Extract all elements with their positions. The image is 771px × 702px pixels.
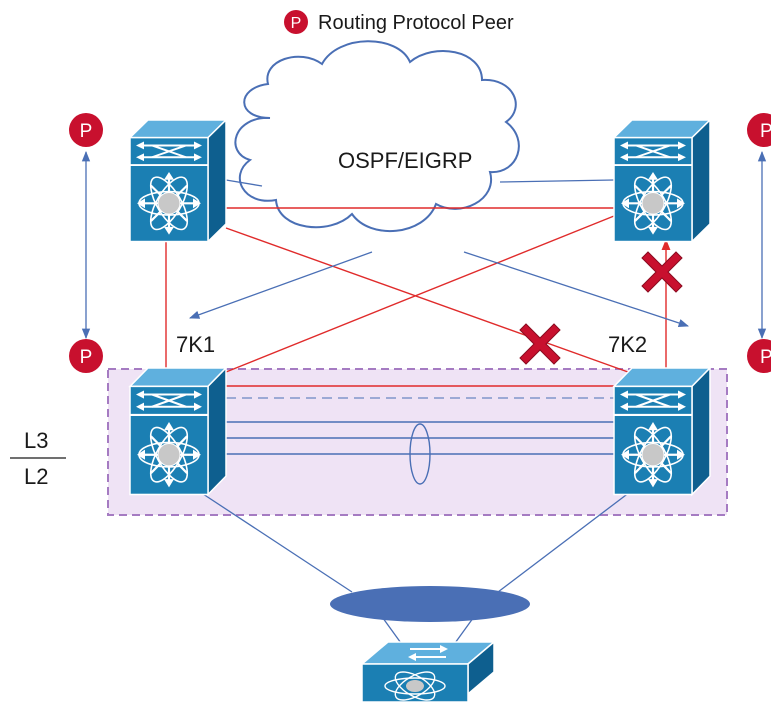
nexus-switch-icon: [612, 366, 712, 496]
cloud-icon: [234, 40, 520, 233]
peer-badge-right-top: P: [747, 113, 771, 147]
blocked-x-icon: [641, 251, 683, 293]
legend-badge-letter: P: [291, 15, 302, 32]
peer-badge-right-bottom: P: [747, 339, 771, 373]
route-arrow-left: [189, 251, 373, 319]
peer-badge-letter: P: [80, 347, 93, 368]
peer-badge-letter: P: [760, 121, 771, 142]
peer-badge-letter: P: [80, 121, 93, 142]
peer-badge-left-bottom: P: [69, 339, 103, 373]
cloud-label: OSPF/EIGRP: [338, 148, 472, 173]
legend: P Routing Protocol Peer: [284, 10, 514, 34]
downlink-left: [199, 491, 353, 593]
nexus-switch-icon: [128, 118, 228, 243]
l3-links: [165, 207, 671, 387]
port-channel-oval: [330, 586, 530, 622]
switch-label-7k1: 7K1: [176, 332, 215, 357]
nexus-switch-icon: [612, 118, 712, 243]
switch-label-7k2: 7K2: [608, 332, 647, 357]
peer-link: [226, 397, 614, 485]
peer-badge-left-top: P: [69, 113, 103, 147]
peer-badge-letter: P: [760, 347, 771, 368]
route-arrow-right: [463, 251, 689, 328]
link-cloud-right: [499, 179, 615, 183]
nexus-switch-icon: [128, 366, 228, 496]
downlink-right: [497, 491, 631, 593]
blocked-x-icon: [519, 323, 561, 365]
link-cloud-left: [225, 179, 263, 187]
access-switch-icon: [359, 640, 497, 702]
legend-text: Routing Protocol Peer: [318, 12, 514, 34]
layer-label-l2: L2: [24, 464, 48, 489]
layer-label-l3: L3: [24, 428, 48, 453]
peer-legend-badge: [284, 10, 308, 34]
